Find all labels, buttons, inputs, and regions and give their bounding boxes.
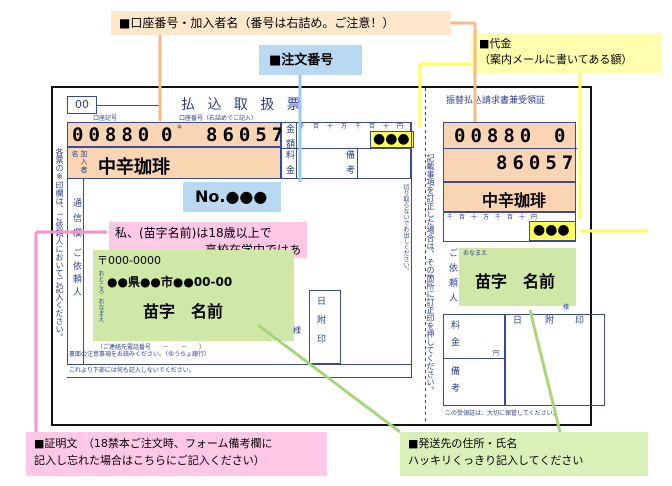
unit-1: 千	[299, 123, 306, 130]
amount-field[interactable]: ●●●	[370, 131, 414, 148]
receipt-en-label: 円	[493, 350, 500, 357]
left-instruction: 各票の※印欄は、ご依頼人においてご記入ください。	[55, 148, 64, 341]
receipt-fee-area	[443, 314, 505, 406]
receipt-hizuke-2: 附	[545, 316, 555, 326]
unit-2: 百	[313, 123, 320, 130]
receipt-irainin-label: ご依頼人	[447, 248, 457, 308]
shipping-callout-line2: ハッキリくっきり記入してください	[408, 454, 584, 467]
shipping-callout-line1: ■発送先の住所・氏名	[408, 437, 518, 450]
unit-3: 十	[327, 123, 334, 130]
star-mark: ＊	[176, 123, 183, 131]
price-callout: ■代金 （案内メールに書いてある額）	[471, 33, 662, 73]
amount-value: ●●●	[373, 131, 410, 147]
date-stamp-box	[309, 290, 341, 364]
amount-units: 千 百 十 万 千 百 十 円	[297, 123, 411, 131]
receipt-sama-label: 様	[563, 304, 570, 311]
unit-4: 万	[341, 123, 348, 130]
name-value: 苗字 名前	[143, 302, 224, 321]
shipping-callout: ■発送先の住所・氏名 ハッキリくっきり記入してください	[400, 432, 648, 476]
irainin-label: ご依頼人	[71, 248, 81, 300]
order-number-field[interactable]: No.●●●	[183, 182, 281, 212]
receipt-unit-row: 千 百 十 万 千 百 十 円	[447, 214, 538, 221]
account-prefix: 00880	[72, 124, 155, 146]
receipt-footer: この受領証は、大切に保管してください。	[445, 410, 559, 417]
account-number: 86057	[206, 124, 289, 146]
certification-callout: ■証明文 （18禁本ご注文時、フォーム備考欄に 記入し忘れた場合はこちらにご記入…	[26, 432, 327, 476]
receipt-date-stamp-box	[505, 314, 605, 406]
receipt-holder-field[interactable]: 中辛珈琲	[443, 182, 576, 212]
certification-callout-line1: ■証明文 （18禁本ご注文時、フォーム備考欄に	[34, 437, 273, 450]
receipt-bikou-label: 備考	[449, 366, 459, 400]
ryokin-label: 料金	[284, 150, 294, 180]
receipt-name-value: 苗字 名前	[475, 272, 556, 291]
unit-5: 千	[355, 123, 362, 130]
unit-8: 円	[397, 123, 404, 130]
order-no-callout-text: ■注文番号	[269, 53, 334, 68]
account-callout-text: ■口座番号・加入者名（番号は右詰め。ご注意！）	[119, 16, 395, 30]
account-number-field[interactable]: 00880 0 ＊ 86057	[67, 122, 283, 147]
order-no-callout: ■注文番号	[259, 45, 362, 75]
sender-address-field[interactable]: 〒000-0000 おところ ●●県●●市●●00-00 おなまえ 苗字 名前	[93, 250, 294, 341]
form-title: 払 込 取 扱 票	[181, 97, 305, 113]
receipt-hizuke-3: 印	[575, 316, 585, 326]
date-stamp-label: 日附印	[315, 296, 325, 353]
footer-note-1: 裏面の注意事項をお読みください。（ゆうちょ銀行）	[69, 351, 211, 358]
receipt-account-number: 86057	[496, 152, 579, 174]
kingaku-label: 金額	[284, 124, 294, 154]
sama-label: 様	[293, 326, 301, 335]
receipt-account-check: 0	[554, 125, 571, 147]
price-callout-title: ■代金	[479, 37, 512, 50]
price-callout-sub: （案内メールに書いてある額）	[479, 53, 633, 66]
phone-label: （ご連絡先電話番号	[97, 344, 152, 351]
account-holder-name: 中辛珈琲	[98, 157, 170, 178]
tsushin-label: 通信欄	[71, 198, 81, 243]
receipt-account-prefix: 00880	[454, 125, 537, 147]
receipt-holder-name: 中辛珈琲	[482, 191, 547, 210]
account-callout: ■口座番号・加入者名（番号は右詰め。ご注意！）	[111, 11, 451, 35]
postal-code: 〒000-0000	[97, 254, 161, 267]
unit-7: 十	[383, 123, 390, 130]
unit-6: 百	[369, 123, 376, 130]
receipt-title: 振替払込請求書兼受領証	[446, 96, 546, 106]
name-label: おなまえ	[97, 298, 104, 322]
cut-note: 切り取らないでお出しください。	[402, 184, 409, 274]
order-number-value: No.●●●	[195, 187, 268, 206]
amount-area	[281, 122, 411, 179]
receipt-instruction: 記載事項を訂正した場合は、その箇所に訂正印を押してください。	[426, 154, 435, 394]
receipt-name-field[interactable]: おなまえ 苗字 名前	[459, 248, 576, 306]
footer-note-2: これより下部には何も記入しないでください。	[69, 367, 195, 374]
bikou-label: 備考	[344, 150, 354, 180]
phone-dashes: － － ）	[163, 344, 206, 351]
address-label: おところ	[97, 270, 104, 294]
receipt-account-field[interactable]: 00880 0 86057	[443, 122, 579, 182]
account-holder-field[interactable]: 加入者名 中辛珈琲	[67, 147, 281, 179]
address-value: ●●県●●市●●00-00	[107, 275, 233, 289]
receipt-onamae-label: おなまえ	[463, 250, 488, 257]
certification-line1: 私、(苗字名前)は18歳以上で	[115, 226, 272, 240]
form-code-box: 00	[67, 96, 97, 114]
receipt-amount-value: ●●●	[533, 222, 570, 238]
account-holder-label: 加入者名	[71, 150, 88, 174]
form-code: 00	[75, 98, 89, 111]
account-number-label: 口座番号（右詰めでご記入）	[179, 115, 258, 122]
perforation	[425, 88, 426, 424]
certification-callout-line2: 記入し忘れた場合はこちらにご記入ください）	[34, 454, 265, 467]
payment-slip: 00 払 込 取 扱 票 口座記号 口座番号（右詰めでご記入） 00880 0 …	[51, 86, 605, 426]
receipt-ryokin-label: 料金	[449, 320, 459, 354]
receipt-amount-field[interactable]: ●●●	[529, 221, 576, 241]
account-symbol-label: 口座記号	[93, 115, 118, 122]
receipt-hizuke-1: 日	[513, 316, 523, 326]
account-check-digit: 0	[161, 124, 178, 146]
